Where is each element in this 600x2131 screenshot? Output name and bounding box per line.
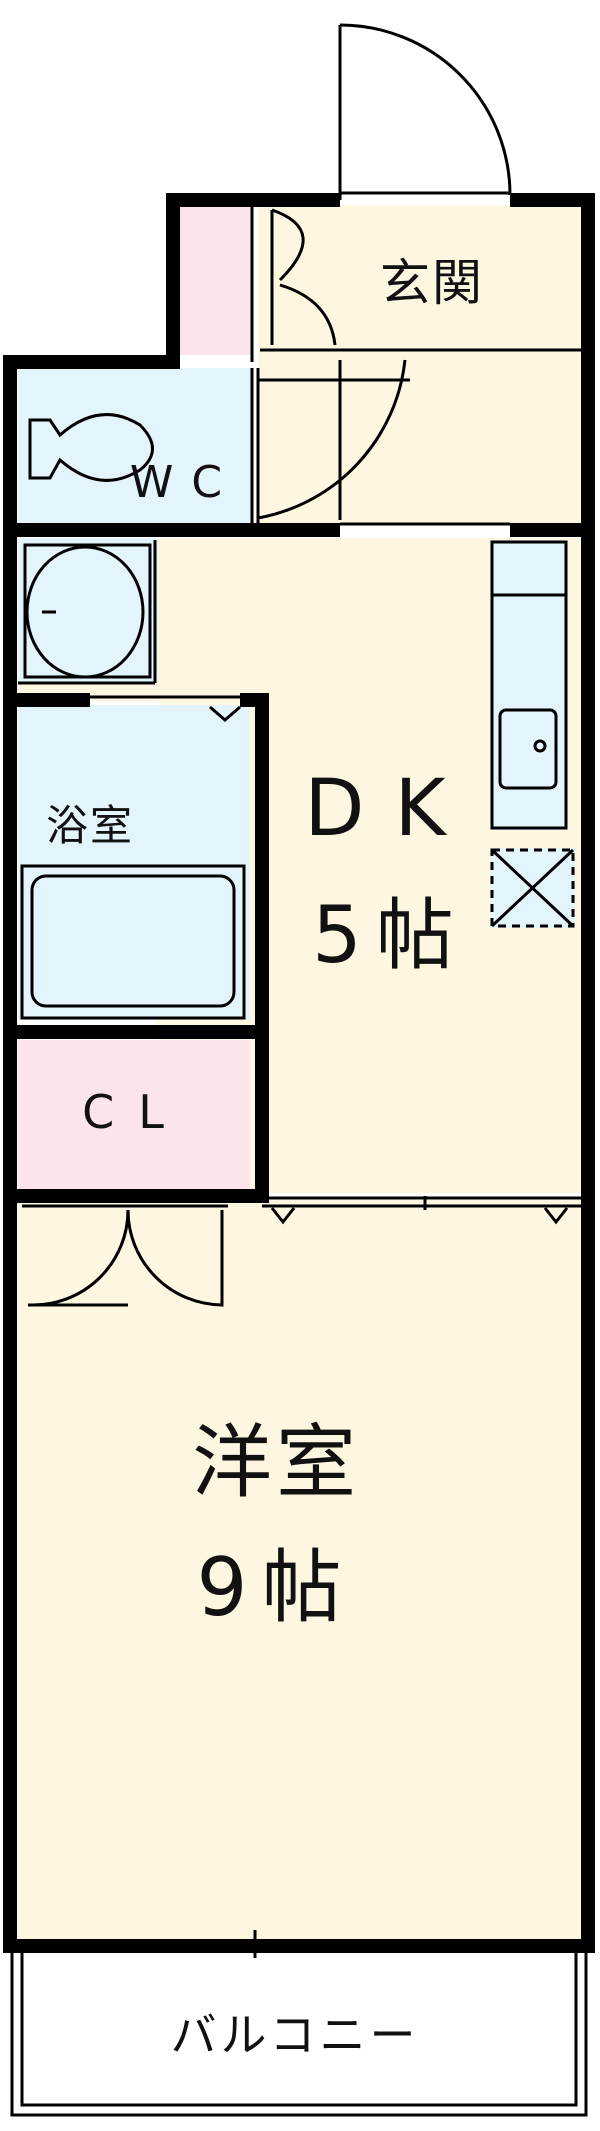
balcony-rail-inner [20,1952,578,2107]
bathtub-inner [30,874,236,1008]
storage-door-swing-2 [279,283,337,346]
bath-label: 浴室 [46,801,134,850]
closet-label: CL [82,1085,188,1139]
washroom-floor [18,538,158,683]
kitchen-sink-icon [498,708,558,790]
bath-door-mark [209,705,241,722]
closet-door-left [28,1209,130,1307]
entrance-label: 玄関 [380,254,484,312]
vent-outline [490,848,575,928]
western-label: 洋室 [192,1416,360,1509]
thin-walls [18,205,581,1208]
western-door-mark-left [270,1207,296,1225]
front-door-swing [339,23,512,196]
western-floor [18,1200,581,1940]
room-fills [18,205,581,1940]
western-door-mark-right [543,1207,569,1225]
outer-wall [3,193,595,1953]
washbasin-bowl-icon [25,545,145,679]
fixtures [20,413,575,1020]
doors [22,23,569,1307]
bath-floor [18,705,250,1020]
closet-floor [18,1040,250,1190]
walls [3,193,595,1953]
dk-size: 5帖 [312,891,468,981]
closet-door-right [126,1209,224,1307]
balcony [10,1930,588,2117]
toilet-icon [28,413,154,482]
balcony-rail [10,1952,588,2117]
bathtub-outer [20,864,246,1020]
wall-bath [10,693,269,1203]
vent-cross-b [490,848,575,928]
balcony-label: バルコニー [170,2008,419,2062]
wc-label: WC [130,457,240,508]
western-size: 9帖 [197,1541,356,1634]
wc-floor [18,368,253,523]
storage-door-swing-1 [271,208,305,282]
entrance-floor [258,205,581,523]
dk-label: DK [304,764,475,854]
labels: 玄関 WC 浴室 CL DK 5帖 洋室 9帖 バルコニー [46,254,484,2062]
kitchen-drain-icon [533,739,547,753]
entrance-storage [180,205,252,355]
kitchen-counter-outline [490,540,568,830]
wc-door-swing [257,359,407,520]
